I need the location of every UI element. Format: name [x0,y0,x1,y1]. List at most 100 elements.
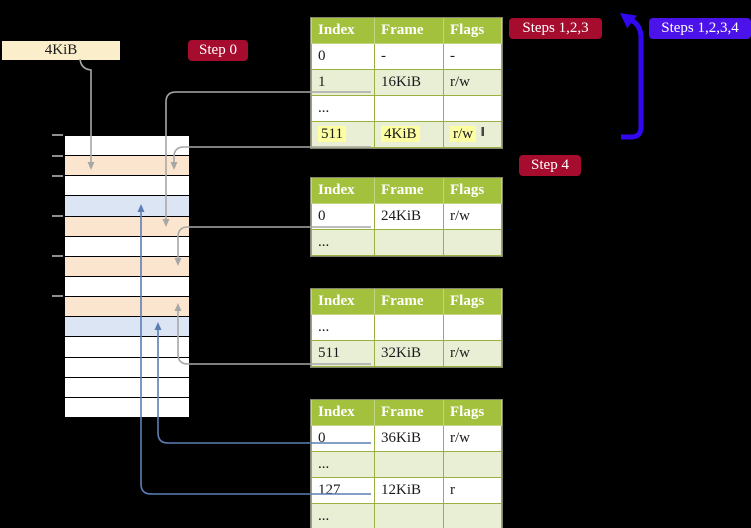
memory-frame-row [65,377,189,398]
memory-tick [52,175,63,177]
table-cell: ... [311,314,375,341]
table-cell: - [443,43,502,70]
table-row: 0-- [311,43,502,70]
table-row: ... [311,503,502,528]
page-size-box: 4KiB [2,41,120,60]
badge-step-4-label: Step 4 [531,157,569,173]
memory-frame-row [65,317,189,338]
table-cell: r/w [443,69,502,96]
memory-tick [52,295,63,297]
table-cell: 0 [311,203,375,230]
table-cell: 0 [311,43,375,70]
table-cell [374,451,444,478]
column-header: Index [311,178,375,204]
page-size-label: 4KiB [44,42,78,58]
table-row: ... [311,314,502,341]
column-header: Flags [443,289,502,315]
column-header: Frame [374,178,444,204]
badge-steps-1-2-3-4: Steps 1,2,3,4 [649,18,751,39]
table-row: ... [311,95,502,122]
memory-frame-row [65,216,189,237]
table-cell: 16KiB [374,69,444,96]
badge-step-0-label: Step 0 [199,42,237,58]
arrow-recursive-loop [620,13,644,140]
memory-frame-row [65,236,189,257]
table-cell [443,95,502,122]
table-cell: r/w [443,340,502,367]
badge-steps-1-2-3-4-label: Steps 1,2,3,4 [661,20,739,36]
arrow-table1-entry511-to-stack [170,146,371,170]
column-header: Flags [443,178,502,204]
table-cell [443,451,502,478]
column-header: Index [311,18,375,44]
memory-frame-row [65,176,189,197]
table-cell: r/w [443,203,502,230]
column-header: Flags [443,18,502,44]
table-cell: ... [311,503,375,528]
highlighted-value: 4KiB [381,126,420,142]
memory-tick [52,155,63,157]
table-cell: r [443,477,502,504]
highlighted-value: r/w [450,126,476,142]
table-cell [374,229,444,256]
memory-frame-row [65,196,189,217]
table-row: ... [311,451,502,478]
table-cell: 127 [311,477,375,504]
table-cell [374,314,444,341]
memory-tick [52,255,63,257]
table-cell [443,503,502,528]
table-cell [374,95,444,122]
column-header: Frame [374,400,444,426]
table-cell: 511 [311,340,375,367]
memory-frame-row [65,276,189,298]
table-cell: 511 [311,121,375,148]
table-row: 511 4KiB r/w [311,121,502,148]
table-cell: - [374,43,444,70]
column-header: Frame [374,289,444,315]
memory-frame-row [65,337,189,358]
table-cell: 36KiB [374,425,444,452]
memory-frame-row [65,136,189,157]
table-cell [374,503,444,528]
column-header: Index [311,289,375,315]
highlighted-value: 511 [318,126,346,142]
memory-tick [52,215,63,217]
table-cell: ... [311,95,375,122]
memory-frame-row [65,357,189,378]
badge-step-4: Step 4 [519,155,581,176]
badge-steps-1-2-3: Steps 1,2,3 [509,18,602,39]
physical-memory-stack [64,135,190,418]
column-header: Frame [374,18,444,44]
table-cell: 1 [311,69,375,96]
table-cell: 0 [311,425,375,452]
table-row: ... [311,229,502,256]
badge-steps-1-2-3-label: Steps 1,2,3 [522,20,589,36]
table-cell: 4KiB [374,121,444,148]
table-cell: r/w [443,121,502,148]
column-header: Index [311,400,375,426]
memory-tick [52,134,63,136]
table-cell: 24KiB [374,203,444,230]
table-cell: 32KiB [374,340,444,367]
table-cell: ... [311,229,375,256]
memory-frame-row [65,156,189,177]
table-cell: r/w [443,425,502,452]
memory-frame-row [65,297,189,318]
memory-frame-row [65,256,189,277]
table-cell: ... [311,451,375,478]
table-cell [443,314,502,341]
table-cell: 12KiB [374,477,444,504]
badge-step-0: Step 0 [188,40,248,61]
